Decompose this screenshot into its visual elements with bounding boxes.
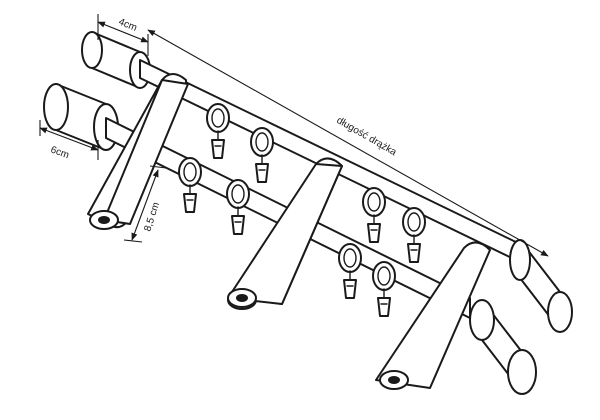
curtain-ring-8 [372,261,396,317]
end-cap-left-front [43,83,119,151]
length-label: długość drążka [335,115,399,158]
curtain-ring-7 [338,243,362,299]
curtain-ring-5 [178,157,202,213]
curtain-ring-4 [402,207,426,263]
curtain-ring-3 [362,187,386,243]
end-cap-right-front [469,299,537,395]
dimension-length: długość drążka [147,29,549,257]
curtain-ring-2 [250,127,274,183]
width-left-label: 6cm [49,144,71,161]
curtain-ring-1 [206,103,230,159]
end-cap-right-back [509,239,573,333]
height-label: 8,5 cm [142,201,162,233]
